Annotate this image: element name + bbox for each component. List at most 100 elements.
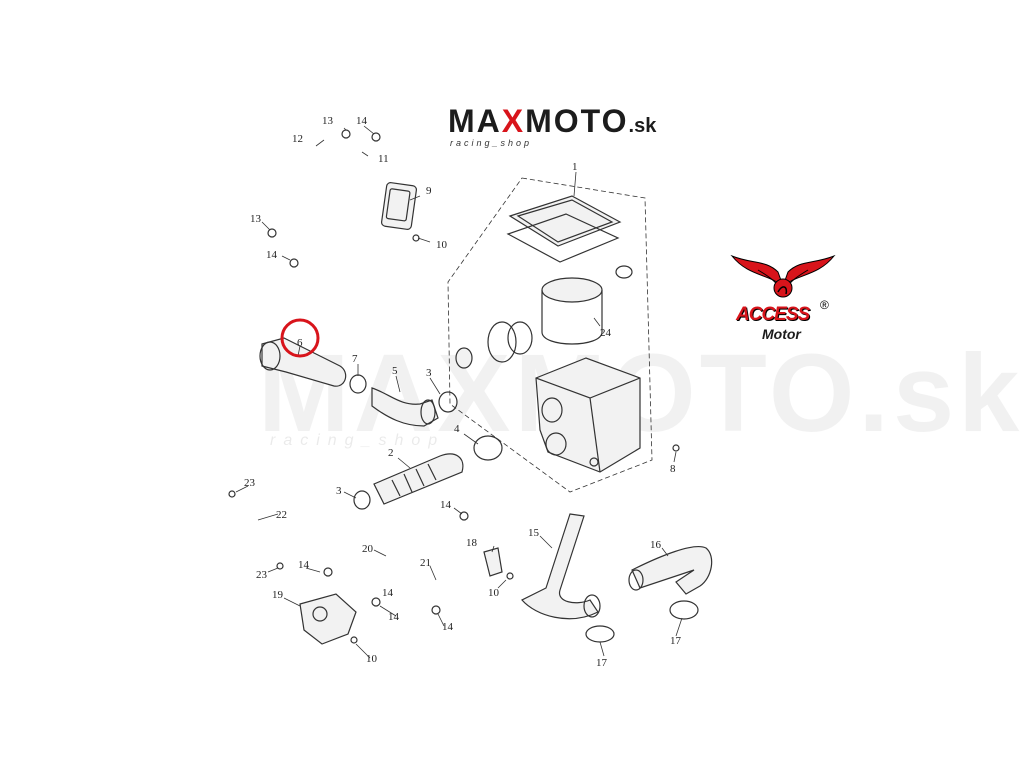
callout-24: 24 (600, 327, 612, 339)
airbox-port-upper (541, 397, 563, 423)
access-motor-logo: ACCESS ® Motor (728, 246, 838, 350)
air-filter-24-body (541, 290, 603, 345)
hose-20-inner (344, 522, 442, 572)
access-submark: Motor (762, 326, 801, 342)
intake-snorkel-6-mouth (259, 341, 281, 371)
leaders (235, 125, 683, 659)
bolt-10-low (350, 636, 358, 644)
cvt-duct-15-end (583, 594, 601, 618)
clamp-14-21b (431, 605, 441, 615)
clamp-23-bottom (276, 562, 284, 570)
intake-boot-2 (373, 453, 464, 505)
callout-17: 17 (670, 635, 682, 647)
airbox-lid (508, 195, 622, 247)
callout-17: 17 (596, 657, 608, 669)
callout-9: 9 (426, 185, 432, 197)
intake-snorkel-6 (261, 337, 347, 387)
assembly-boundary (447, 177, 653, 493)
intake-boot-2-ribs (391, 463, 437, 497)
air-filter-24-top (541, 277, 603, 303)
callout-7: 7 (352, 353, 358, 365)
registered-mark: ® (820, 298, 829, 312)
clamp-13-top (341, 129, 351, 139)
hose-21-inner (388, 577, 449, 606)
intake-duct-5 (371, 387, 439, 427)
clamp-14-left (289, 258, 299, 268)
callout-23: 23 (256, 569, 268, 581)
clamp-3-upper (438, 391, 458, 413)
callout-10: 10 (436, 239, 448, 251)
filter-cage-inner (507, 321, 533, 355)
callout-14: 14 (266, 249, 278, 261)
brand-name-pre: MA (448, 103, 502, 139)
callout-14: 14 (298, 559, 310, 571)
valve-19-port (312, 606, 328, 622)
clamp-14-mid (459, 511, 469, 521)
airbox-port-lower (545, 432, 567, 456)
cvt-duct-15 (521, 513, 599, 620)
hose-11-inner (308, 146, 364, 246)
breather-box-9-face (385, 188, 411, 222)
clamp-13-left (267, 228, 277, 238)
clamp-14-21a (371, 597, 381, 607)
highlight-ring (280, 318, 320, 358)
callout-14: 14 (440, 499, 452, 511)
airbox-drain (589, 457, 599, 467)
flame-mesh (455, 347, 473, 369)
callout-3: 3 (336, 485, 342, 497)
callout-23: 23 (244, 477, 256, 489)
callout-20: 20 (362, 543, 374, 555)
hose-22-inner (236, 494, 268, 558)
access-wordmark: ACCESS (736, 304, 810, 325)
valve-19 (299, 593, 357, 645)
clamp-23-top (228, 490, 236, 498)
brand-name-x: X (501, 103, 526, 139)
callout-21: 21 (420, 557, 431, 569)
callout-11: 11 (378, 153, 389, 165)
callout-13: 13 (322, 115, 334, 127)
callout-10: 10 (366, 653, 378, 665)
callout-10: 10 (488, 587, 500, 599)
clamp-3-lower (353, 490, 371, 510)
brand-name-tld: .sk (628, 115, 657, 137)
intake-duct-5-end (420, 399, 436, 425)
callout-18: 18 (466, 537, 478, 549)
bolt-10-mid (506, 572, 514, 580)
filter-cage (487, 321, 517, 363)
airbox-gasket (506, 213, 620, 263)
callout-13: 13 (250, 213, 262, 225)
callout-14: 14 (382, 587, 394, 599)
brand-tagline: racing_shop (450, 138, 533, 148)
callout-6: 6 (297, 337, 303, 349)
watermark-tagline: racing_shop (270, 432, 446, 449)
callout-4: 4 (454, 423, 460, 435)
clamp-17-right (669, 600, 699, 620)
airbox-body-edge (535, 377, 641, 473)
callout-22: 22 (276, 509, 287, 521)
breather-box-9 (381, 182, 417, 230)
air-filter-cap (615, 265, 633, 279)
clamp-17-left (585, 625, 615, 643)
hose-12-inner (290, 144, 332, 227)
brand-name-post: MOTO (525, 103, 629, 139)
cvt-duct-16-end (628, 569, 644, 591)
callout-5: 5 (392, 365, 398, 377)
airbox-lid-inner (516, 199, 614, 243)
clamp-14-top (371, 132, 381, 142)
winged-emblem-icon (730, 254, 836, 298)
cvt-duct-16 (631, 546, 713, 595)
bolt-8 (672, 444, 680, 452)
callout-14: 14 (442, 621, 454, 633)
maxmoto-wordmark: MAXMOTO.sk (448, 104, 656, 143)
callout-2: 2 (388, 447, 394, 459)
callout-15: 15 (528, 527, 540, 539)
clamp-7 (349, 374, 367, 394)
callout-1: 1 (572, 161, 578, 173)
bracket-18 (483, 547, 503, 577)
maxmoto-logo: MAXMOTO.sk racing_shop (448, 104, 758, 154)
callout-8: 8 (670, 463, 676, 475)
callout-16: 16 (650, 539, 662, 551)
callout-14: 14 (356, 115, 368, 127)
